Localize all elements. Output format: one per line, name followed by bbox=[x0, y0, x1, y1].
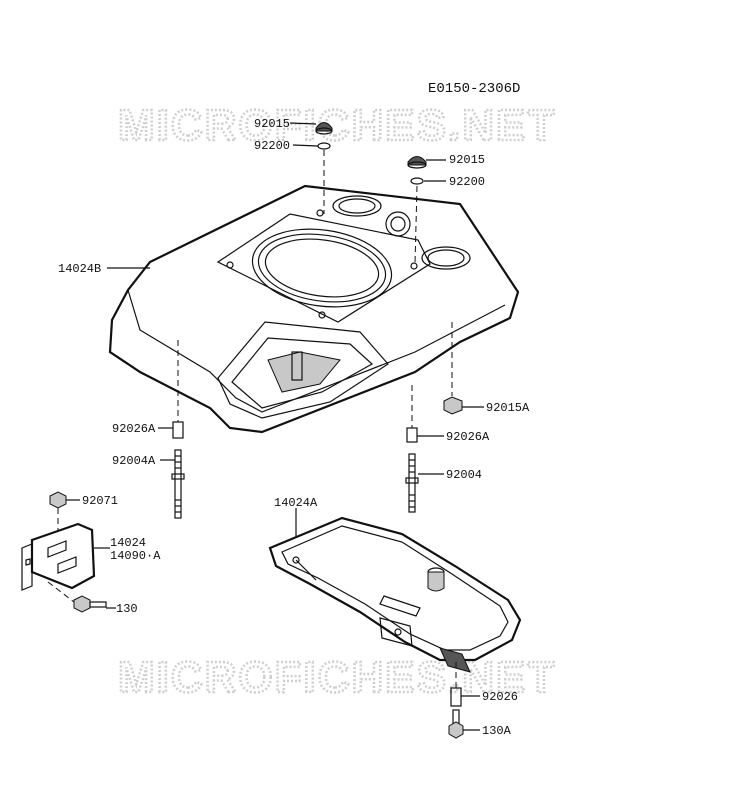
label-spacer-bottom: 92026 bbox=[482, 690, 518, 704]
leader-washer-left bbox=[292, 144, 319, 147]
axis-right bbox=[414, 185, 418, 265]
diagram-id: E0150-2306D bbox=[428, 81, 520, 97]
label-cap-left: 92015 bbox=[254, 117, 290, 131]
label-washer-right: 92200 bbox=[449, 175, 485, 189]
label-spacer-left: 92026A bbox=[112, 422, 156, 436]
cap-left bbox=[315, 122, 333, 135]
label-stud-left: 92004A bbox=[112, 454, 156, 468]
bolt-bracket bbox=[73, 595, 107, 613]
axis-bolt-bracket bbox=[47, 581, 75, 603]
label-lower-cover: 14024A bbox=[274, 496, 318, 510]
washer-right bbox=[410, 177, 424, 185]
watermark-bottom: MICROFICHES.NET bbox=[118, 653, 556, 702]
bolt-bottom bbox=[448, 709, 464, 739]
label-bolt-bracket: 130 bbox=[116, 602, 138, 616]
label-nut-right: 92015A bbox=[486, 401, 530, 415]
spacer-right bbox=[406, 427, 418, 443]
label-bolt-bottom: 130A bbox=[482, 724, 512, 738]
spacer-left bbox=[172, 421, 184, 439]
label-cap-right: 92015 bbox=[449, 153, 485, 167]
label-nut-bracket: 92071 bbox=[82, 494, 118, 508]
label-washer-left: 92200 bbox=[254, 139, 290, 153]
spacer-bottom bbox=[450, 687, 462, 707]
cap-right bbox=[407, 156, 427, 169]
bracket bbox=[21, 522, 96, 591]
label-bracket-b: 14090·A bbox=[110, 549, 161, 563]
leader-cap-left bbox=[289, 122, 317, 125]
label-spacer-right: 92026A bbox=[446, 430, 490, 444]
label-bracket-a: 14024 bbox=[110, 536, 146, 550]
stud-left bbox=[171, 449, 185, 519]
lower-cover bbox=[268, 516, 522, 673]
label-stud-right: 92004 bbox=[446, 468, 482, 482]
nut-right bbox=[443, 396, 463, 415]
nut-bracket bbox=[49, 491, 67, 509]
watermark-top: MICROFICHES.NET bbox=[118, 101, 556, 150]
label-cover: 14024B bbox=[58, 262, 101, 276]
stud-right bbox=[405, 453, 419, 513]
cover-14024b bbox=[108, 184, 520, 434]
